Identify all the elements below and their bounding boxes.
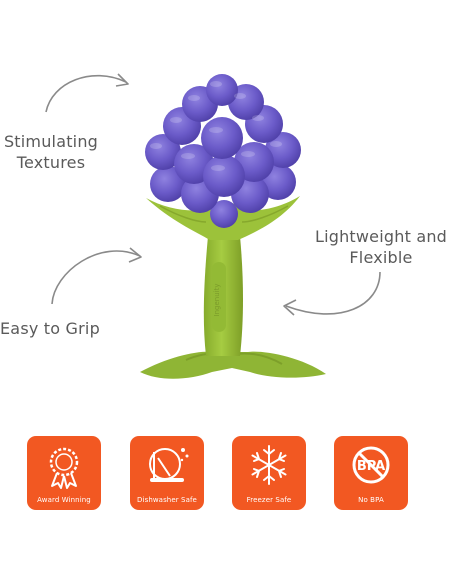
- badge-label: No BPA: [358, 496, 384, 504]
- callout-line: Lightweight and: [314, 227, 448, 246]
- callout-lightweight-flexible: Lightweight and Flexible: [305, 226, 452, 268]
- callout-stimulating-textures: Stimulating Textures: [0, 131, 102, 173]
- snowflake-icon: [251, 445, 287, 485]
- no-bpa-icon: BPA: [352, 446, 390, 484]
- badge-label: Dishwasher Safe: [137, 496, 197, 504]
- badge-label: Award Winning: [37, 496, 91, 504]
- callout-line: Stimulating: [3, 132, 99, 151]
- award-ribbon-icon: [49, 447, 79, 489]
- callout-line: Textures: [16, 153, 86, 172]
- badge-award-winning: Award Winning: [27, 436, 101, 510]
- badge-dishwasher-safe: Dishwasher Safe: [130, 436, 204, 510]
- stem-embossed-text: Ingenuity: [213, 284, 221, 317]
- badge-freezer-safe: Freezer Safe: [232, 436, 306, 510]
- dishwasher-icon: [149, 448, 189, 482]
- callout-line: Flexible: [349, 248, 413, 267]
- grape-bunch: [145, 74, 301, 228]
- badge-label: Freezer Safe: [246, 496, 292, 504]
- badge-no-bpa: BPA No BPA: [334, 436, 408, 510]
- callout-easy-to-grip: Easy to Grip: [0, 319, 100, 338]
